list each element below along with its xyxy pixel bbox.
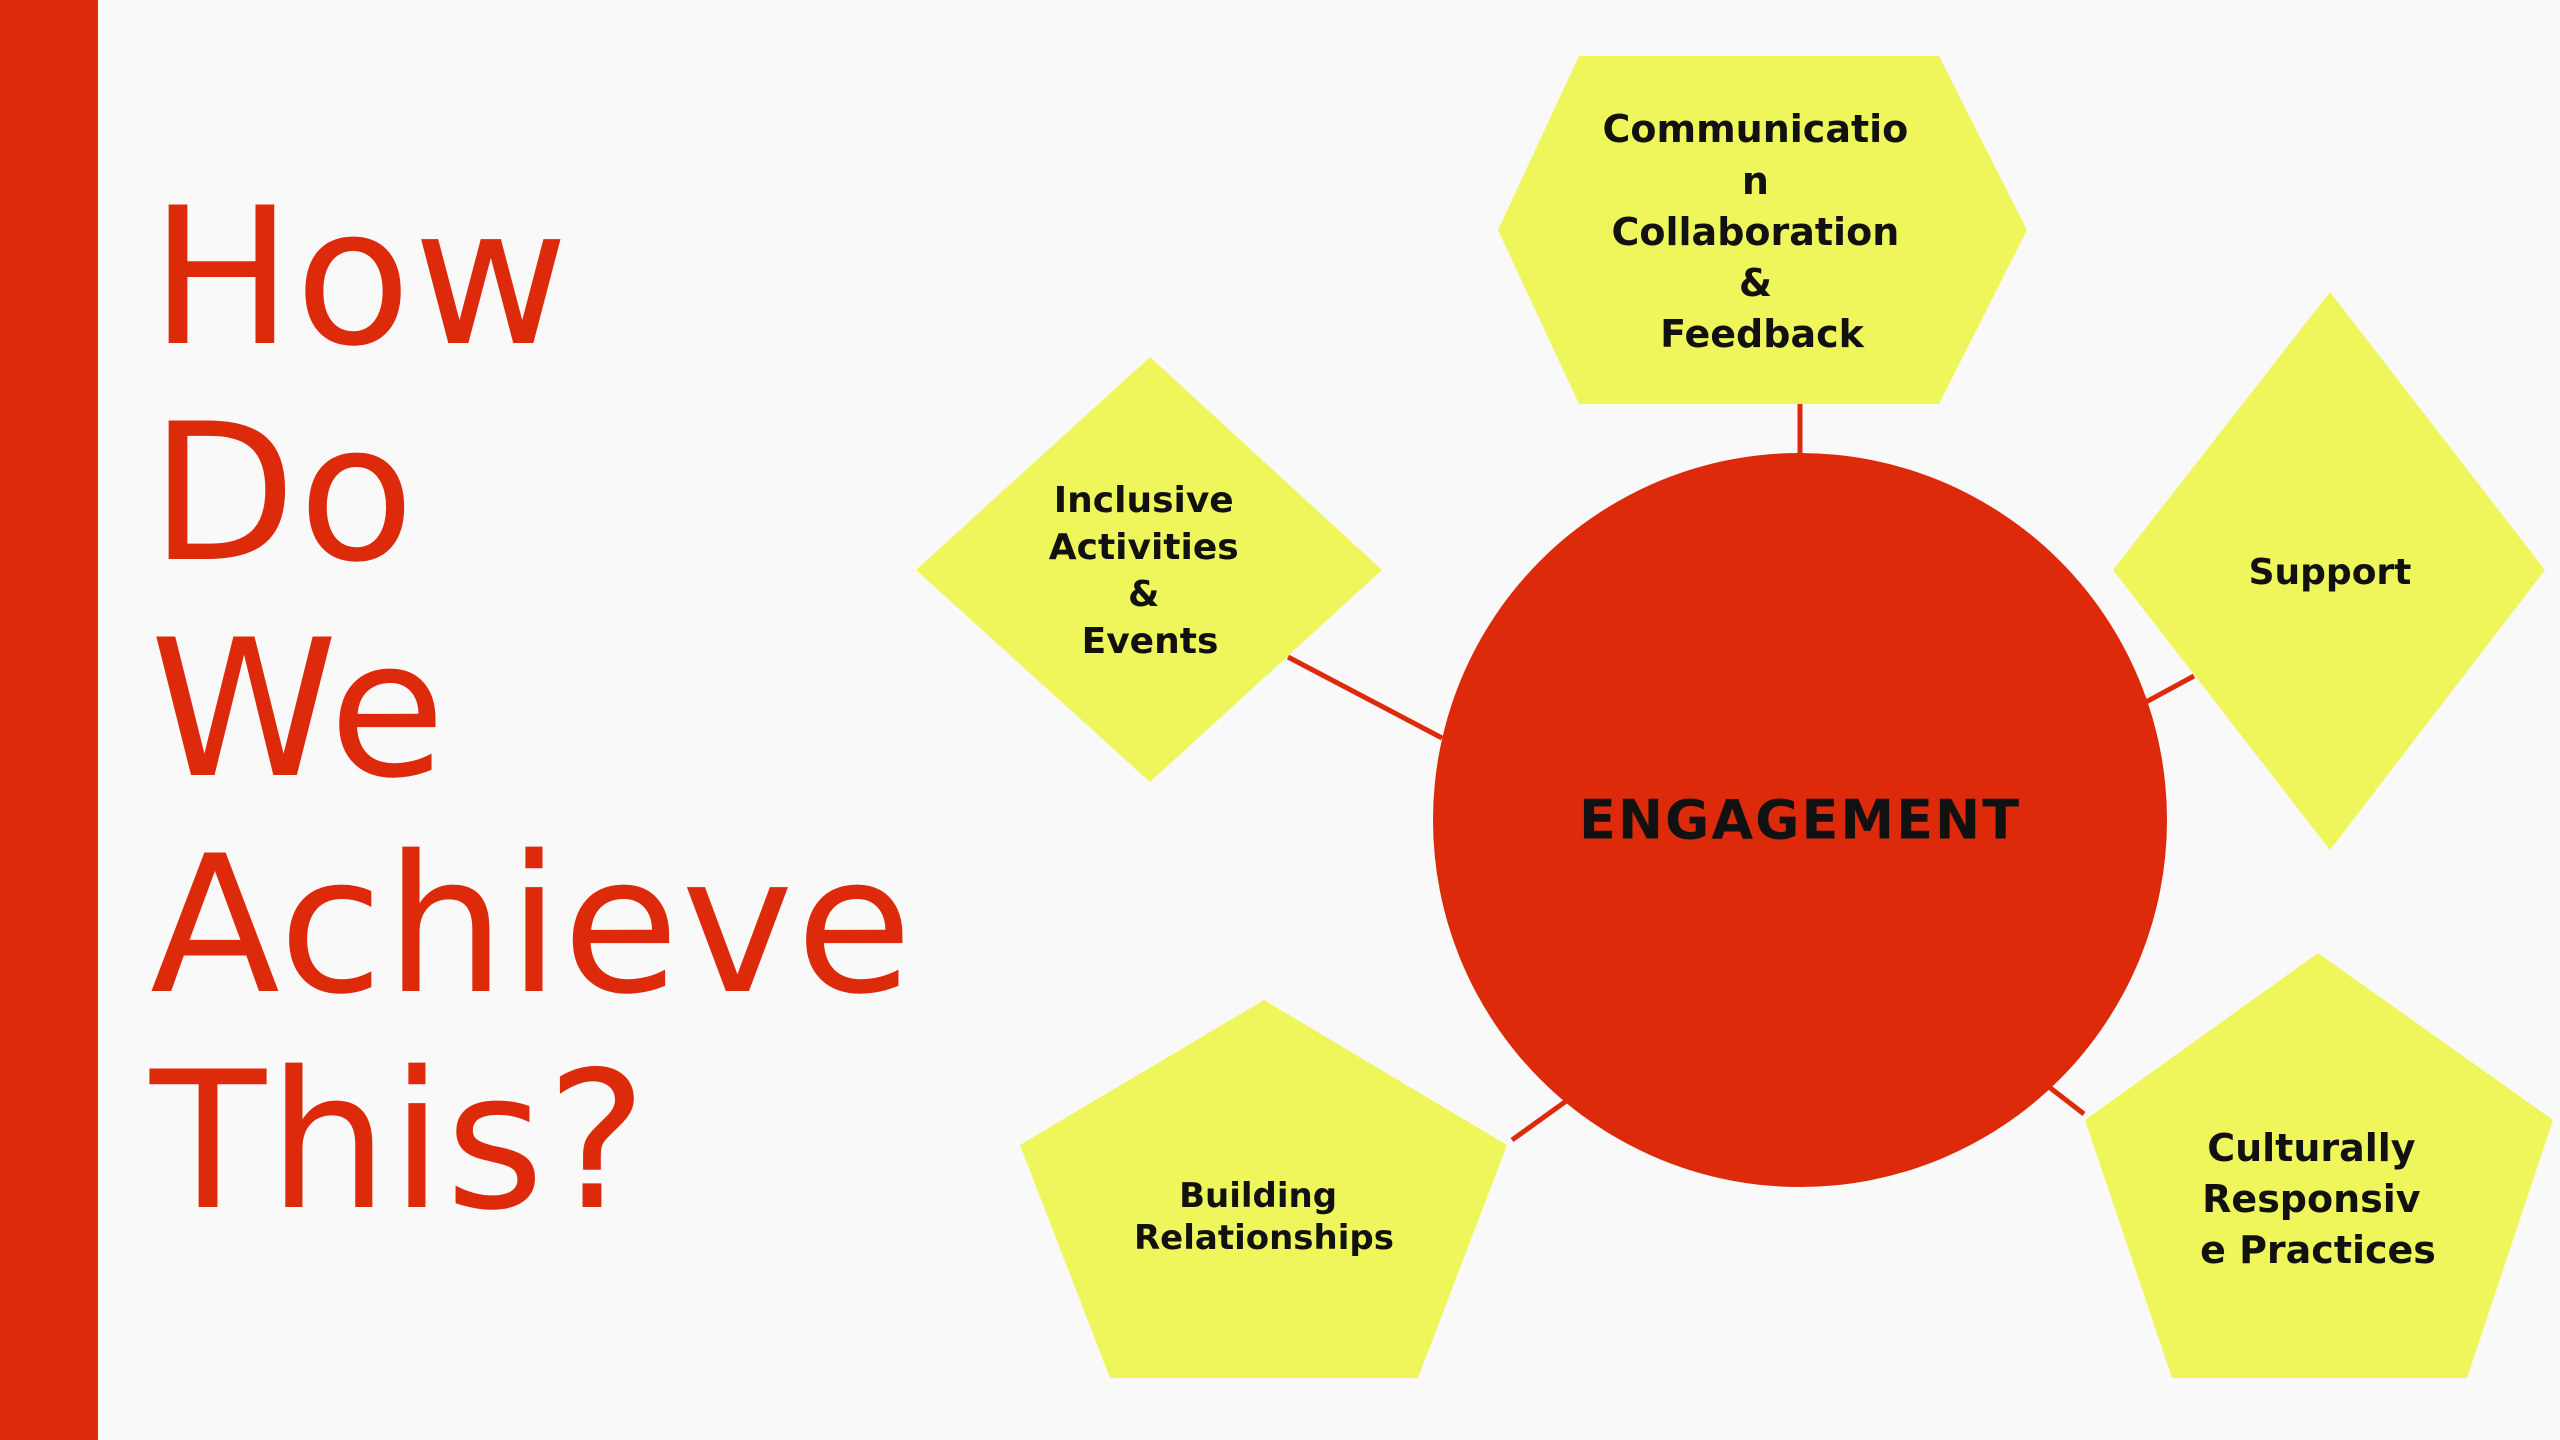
node-support: Support	[2113, 292, 2545, 850]
node-building-label: Building Relationships	[1134, 1176, 1394, 1258]
node-culturally-line-2: Responsiv	[2202, 1177, 2421, 1221]
connector-inclusive	[1286, 654, 1444, 741]
node-communication: Communicatio n Collaboration & Feedback	[1498, 56, 2027, 404]
node-communication-line-3: Collaboration	[1612, 210, 1900, 254]
node-inclusive-line-2: Activities	[1049, 527, 1239, 568]
node-communication-line-1: Communicatio	[1602, 107, 1908, 151]
node-communication-line-2: n	[1742, 159, 1769, 203]
node-building: Building Relationships	[1020, 1000, 1507, 1378]
pentagon-shape	[1020, 1000, 1507, 1378]
title-line-4: Achieve	[150, 815, 915, 1036]
slide-title: How Do We Achieve This?	[150, 170, 915, 1250]
title-line-5: This?	[150, 1031, 650, 1252]
node-inclusive: Inclusive Activities & Events	[916, 357, 1382, 782]
node-culturally: Culturally Responsiv e Practices	[2085, 953, 2553, 1378]
node-communication-line-5: Feedback	[1660, 312, 1865, 356]
node-culturally-line-1: Culturally	[2207, 1126, 2416, 1170]
node-inclusive-label: Inclusive Activities & Events	[1049, 480, 1252, 662]
node-culturally-label: Culturally Responsiv e Practices	[2200, 1126, 2436, 1272]
pentagon-shape	[2085, 953, 2553, 1378]
diamond-shape	[916, 357, 1382, 782]
red-accent-bar	[0, 0, 98, 1440]
node-inclusive-line-4: Events	[1082, 621, 1219, 662]
node-culturally-line-3: e Practices	[2200, 1228, 2436, 1272]
node-communication-label: Communicatio n Collaboration & Feedback	[1602, 107, 1921, 356]
engagement-label: ENGAGEMENT	[1579, 789, 2021, 852]
node-building-line-1: Building	[1179, 1176, 1337, 1216]
title-line-3: We	[150, 599, 448, 820]
engagement-circle	[1433, 453, 2167, 1187]
node-inclusive-line-3: &	[1128, 574, 1159, 615]
engagement-hub: ENGAGEMENT	[1433, 453, 2167, 1187]
node-inclusive-line-1: Inclusive	[1054, 480, 1234, 521]
node-building-line-2: Relationships	[1134, 1218, 1394, 1258]
node-support-label: Support	[2249, 552, 2412, 593]
node-support-line-1: Support	[2249, 552, 2412, 593]
hexagon-shape	[1498, 56, 2027, 404]
title-line-2: Do	[150, 383, 417, 604]
diamond-shape	[2113, 292, 2545, 850]
connector-support	[2144, 673, 2196, 705]
node-communication-line-4: &	[1739, 261, 1772, 305]
title-line-1: How	[150, 167, 571, 388]
